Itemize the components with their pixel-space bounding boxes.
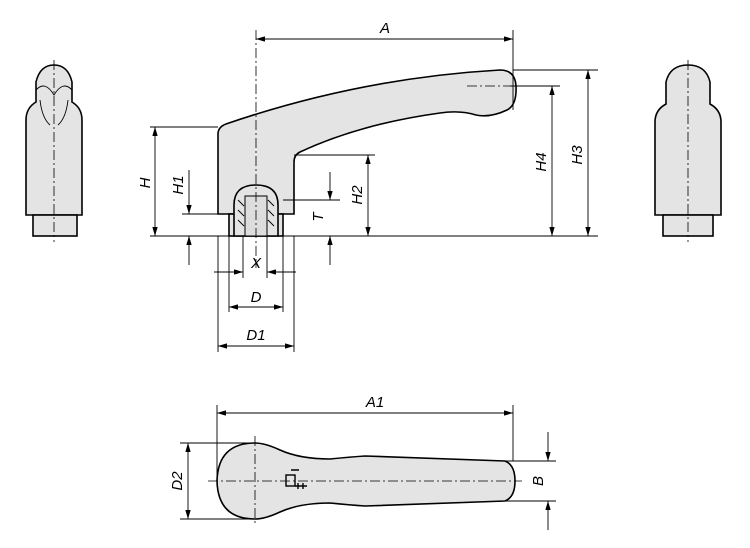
dim-label-h3: H3: [569, 145, 586, 165]
left-side-view: [25, 60, 83, 242]
right-side-view: [654, 60, 722, 242]
dim-label-x: X: [250, 255, 262, 272]
dim-label-a: A: [379, 20, 390, 37]
dim-label-d: D: [251, 289, 262, 306]
dim-label-b: B: [530, 476, 547, 486]
dim-label-h2: H2: [349, 185, 366, 205]
dim-label-d1: D1: [246, 327, 265, 344]
dim-label-h4: H4: [533, 152, 550, 171]
dim-label-h1: H1: [170, 175, 187, 194]
dim-label-a1: A1: [365, 394, 384, 411]
dim-label-t: T: [310, 211, 327, 222]
top-view: A1 D2 B: [169, 394, 556, 530]
brand-logo-icon: [285, 469, 307, 489]
front-view: A H H1 T H2 H4 H3 X: [137, 20, 598, 352]
dim-label-d2: D2: [169, 471, 186, 491]
dim-label-h: H: [137, 177, 154, 188]
